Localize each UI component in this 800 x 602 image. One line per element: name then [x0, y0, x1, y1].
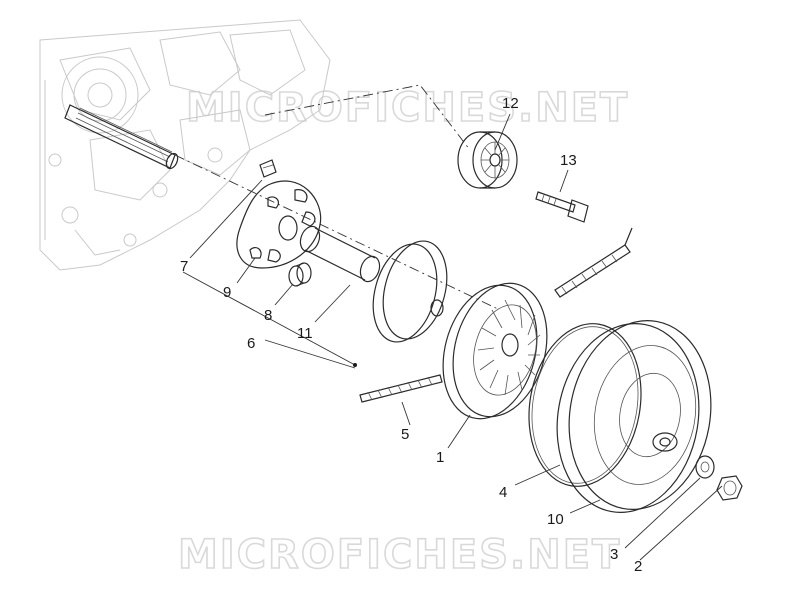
belt-part-5 [359, 227, 633, 403]
engine-casing-drawing [39, 19, 331, 271]
sleeve-part-11 [299, 225, 381, 283]
callout-4: 4 [499, 484, 507, 501]
ramp-plate-part-9 [236, 180, 322, 269]
clip-part-7 [259, 159, 277, 178]
callout-numbers: 7 9 8 6 11 5 1 4 10 3 2 12 13 [180, 95, 642, 575]
fan-pulley-part-1 [442, 282, 548, 420]
callout-8: 8 [264, 307, 272, 324]
callout-5: 5 [401, 426, 409, 443]
callout-3: 3 [610, 546, 618, 563]
callout-11: 11 [297, 325, 313, 342]
leader-lines [182, 113, 723, 561]
watermark-top: MICROFICHES.NET [186, 85, 629, 131]
bolt-part-13 [535, 191, 589, 223]
axis-line-main [174, 154, 501, 311]
drive-shaft [64, 104, 179, 170]
callout-12: 12 [502, 95, 519, 112]
roller-part-12 [457, 131, 518, 189]
callout-13: 13 [560, 152, 577, 169]
washer-part-3 [695, 455, 715, 479]
housing-part-10 [556, 320, 712, 513]
bushing-part-8 [288, 262, 312, 287]
callout-7: 7 [180, 258, 188, 275]
nut-part-2 [716, 475, 743, 501]
callout-10: 10 [547, 511, 564, 528]
callout-6: 6 [247, 335, 255, 352]
callout-1: 1 [436, 449, 444, 466]
pulley-half-disc [372, 240, 448, 343]
callout-2: 2 [634, 558, 642, 575]
watermark-bottom: MICROFICHES.NET [178, 532, 621, 578]
callout-9: 9 [223, 284, 231, 301]
